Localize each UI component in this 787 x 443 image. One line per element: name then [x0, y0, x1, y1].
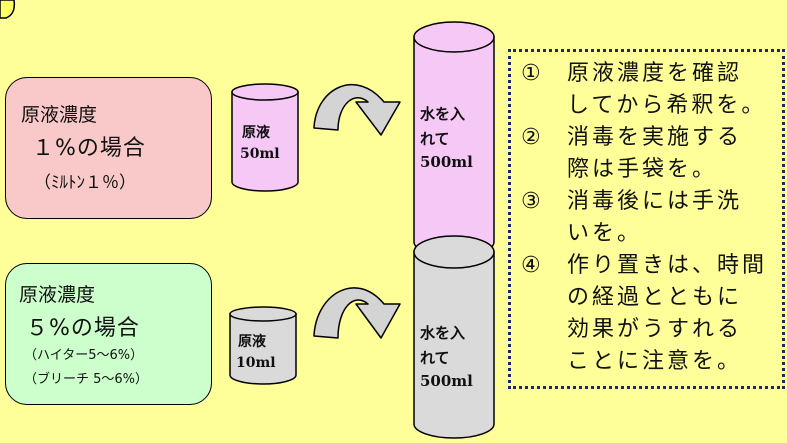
case1-water-cylinder — [413, 21, 495, 257]
note-4-line1: 作り置きは、時間 — [567, 253, 768, 278]
case1-water-amount: 500ml — [420, 153, 473, 171]
case2-stock-cylinder — [229, 306, 297, 385]
note-2: ② 消毒を実施する 際は手袋を。 — [521, 122, 742, 186]
note-2-number: ② — [521, 125, 544, 150]
case1-water-label-2: れて — [420, 130, 450, 148]
case1-note: （ﾐﾙﾄﾝ１％） — [34, 173, 136, 193]
case2-note-1: （ハイター5～6%） — [24, 348, 144, 363]
precautions-box: ① 原液濃度を確認 してから希釈を。 ② 消毒を実施する 際は手袋を。 ③ 消毒後には… — [508, 49, 785, 389]
note-2-line1: 消毒を実施する — [567, 125, 743, 150]
case2-subtitle: ５%の場合 — [26, 316, 140, 341]
note-1: ① 原液濃度を確認 してから希釈を。 — [521, 58, 766, 122]
case1-water-label-1: 水を入 — [420, 105, 466, 123]
note-3: ③ 消毒後には手洗 いを。 — [521, 186, 742, 250]
case2-water-label-1: 水を入 — [420, 324, 466, 342]
case2-title: 原液濃度 — [19, 284, 96, 306]
case2-water-cylinder — [413, 235, 495, 439]
case2-stock-label: 原液 — [238, 334, 266, 350]
case2-box: 原液濃度 ５%の場合 （ハイター5～6%） （ブリーチ 5～6%） — [5, 263, 212, 405]
note-1-number: ① — [521, 61, 544, 86]
case2-water-label-2: れて — [420, 349, 450, 367]
case1-stock-amount: 50ml — [240, 146, 280, 162]
note-4-number: ④ — [521, 253, 544, 278]
note-2-line2: 際は手袋を。 — [567, 157, 718, 182]
note-3-number: ③ — [521, 189, 544, 214]
case1-title: 原液濃度 — [21, 104, 98, 126]
case1-stock-cylinder — [231, 83, 299, 192]
case1-subtitle: １%の場合 — [32, 136, 146, 161]
case1-stock-label: 原液 — [242, 125, 270, 141]
note-4-line4: ことに注意を。 — [567, 349, 743, 374]
note-1-line2: してから希釈を。 — [567, 93, 767, 118]
note-3-line1: 消毒後には手洗 — [567, 189, 743, 214]
case2-stock-amount: 10ml — [236, 355, 276, 371]
case2-pour-arrow — [313, 287, 401, 339]
note-4-line3: 効果がうすれる — [567, 317, 743, 342]
note-1-line1: 原液濃度を確認 — [567, 61, 743, 86]
case1-box: 原液濃度 １%の場合 （ﾐﾙﾄﾝ１％） — [5, 77, 212, 219]
case2-water-amount: 500ml — [420, 372, 473, 390]
note-4: ④ 作り置きは、時間 の経過とともに 効果がうすれる ことに注意を。 — [521, 250, 767, 378]
case1-pour-arrow — [313, 83, 401, 136]
case2-note-2: （ブリーチ 5～6%） — [24, 372, 149, 387]
note-4-line2: の経過とともに — [567, 285, 743, 310]
note-3-line2: いを。 — [567, 221, 643, 246]
corner-shape — [0, 0, 16, 19]
